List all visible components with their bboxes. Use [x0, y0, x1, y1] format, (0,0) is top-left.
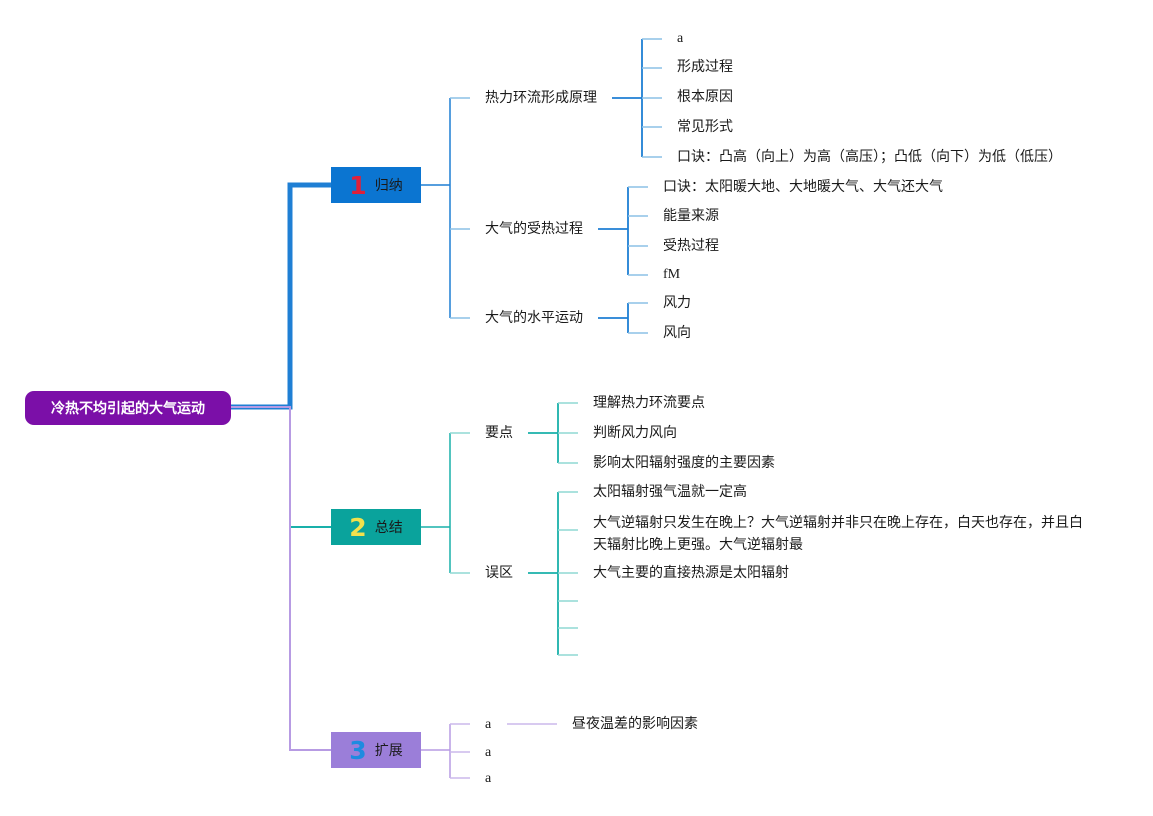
leaf-item[interactable]: fM [663, 267, 681, 282]
root-to-sec2-line [231, 406, 331, 528]
leaf-item[interactable]: 判断风力风向 [593, 425, 677, 441]
leaf-item[interactable]: 受热过程 [663, 238, 719, 254]
branch-label[interactable]: a [485, 771, 492, 786]
section-3-label: 扩展 [374, 743, 403, 759]
leaf-item[interactable]: 形成过程 [677, 59, 733, 75]
branch-label[interactable]: a [485, 745, 492, 760]
leaf-item[interactable]: 风向 [663, 325, 691, 341]
leaf-item[interactable]: 口诀：凸高（向上）为高（高压）；凸低（向下）为低（低压） [677, 149, 1062, 165]
branch-label[interactable]: 大气的受热过程 [485, 221, 583, 237]
leaf-item[interactable]: 根本原因 [677, 89, 733, 105]
leaf-item[interactable]: 常见形式 [677, 119, 733, 135]
leaf-item[interactable]: 昼夜温差的影响因素 [572, 716, 698, 732]
leaf-item[interactable]: 能量来源 [663, 208, 719, 224]
leaf-item[interactable]: 太阳辐射强气温就一定高 [593, 484, 747, 500]
section-3-number: 3 [349, 735, 367, 765]
root-to-sec3-line [231, 406, 331, 751]
leaf-item[interactable]: 口诀：太阳暖大地、大地暖大气、大气还大气 [663, 179, 943, 195]
section-2-node[interactable]: 2 总结 [331, 509, 421, 545]
branch-label[interactable]: 热力环流形成原理 [485, 90, 597, 106]
section-1-node[interactable]: 1 归纳 [331, 167, 421, 203]
branch-label[interactable]: 要点 [485, 425, 513, 441]
section-2-label: 总结 [374, 520, 403, 536]
branch-label[interactable]: 误区 [485, 565, 513, 581]
branch-label[interactable]: 大气的水平运动 [485, 310, 583, 326]
branch-label[interactable]: a [485, 717, 492, 732]
section-2-number: 2 [349, 512, 367, 542]
leaf-item[interactable]: a [677, 31, 684, 46]
root-to-sec1-line [231, 182, 331, 410]
section-1-label: 归纳 [374, 178, 403, 194]
root-label: 冷热不均引起的大气运动 [51, 401, 205, 417]
section-3-node[interactable]: 3 扩展 [331, 732, 421, 768]
leaf-item[interactable]: 大气主要的直接热源是太阳辐射 [593, 565, 789, 581]
leaf-item[interactable]: 风力 [663, 295, 691, 311]
leaf-item[interactable]: 大气逆辐射只发生在晚上？大气逆辐射并非只在晚上存在，白天也存在，并且白天辐射比晚… [593, 515, 1083, 553]
leaf-item[interactable]: 理解热力环流要点 [593, 395, 705, 411]
root-node[interactable]: 冷热不均引起的大气运动 [25, 391, 231, 425]
leaf-item[interactable]: 影响太阳辐射强度的主要因素 [593, 455, 775, 471]
section-1-number: 1 [349, 170, 367, 200]
sec1-trunk [421, 98, 451, 318]
